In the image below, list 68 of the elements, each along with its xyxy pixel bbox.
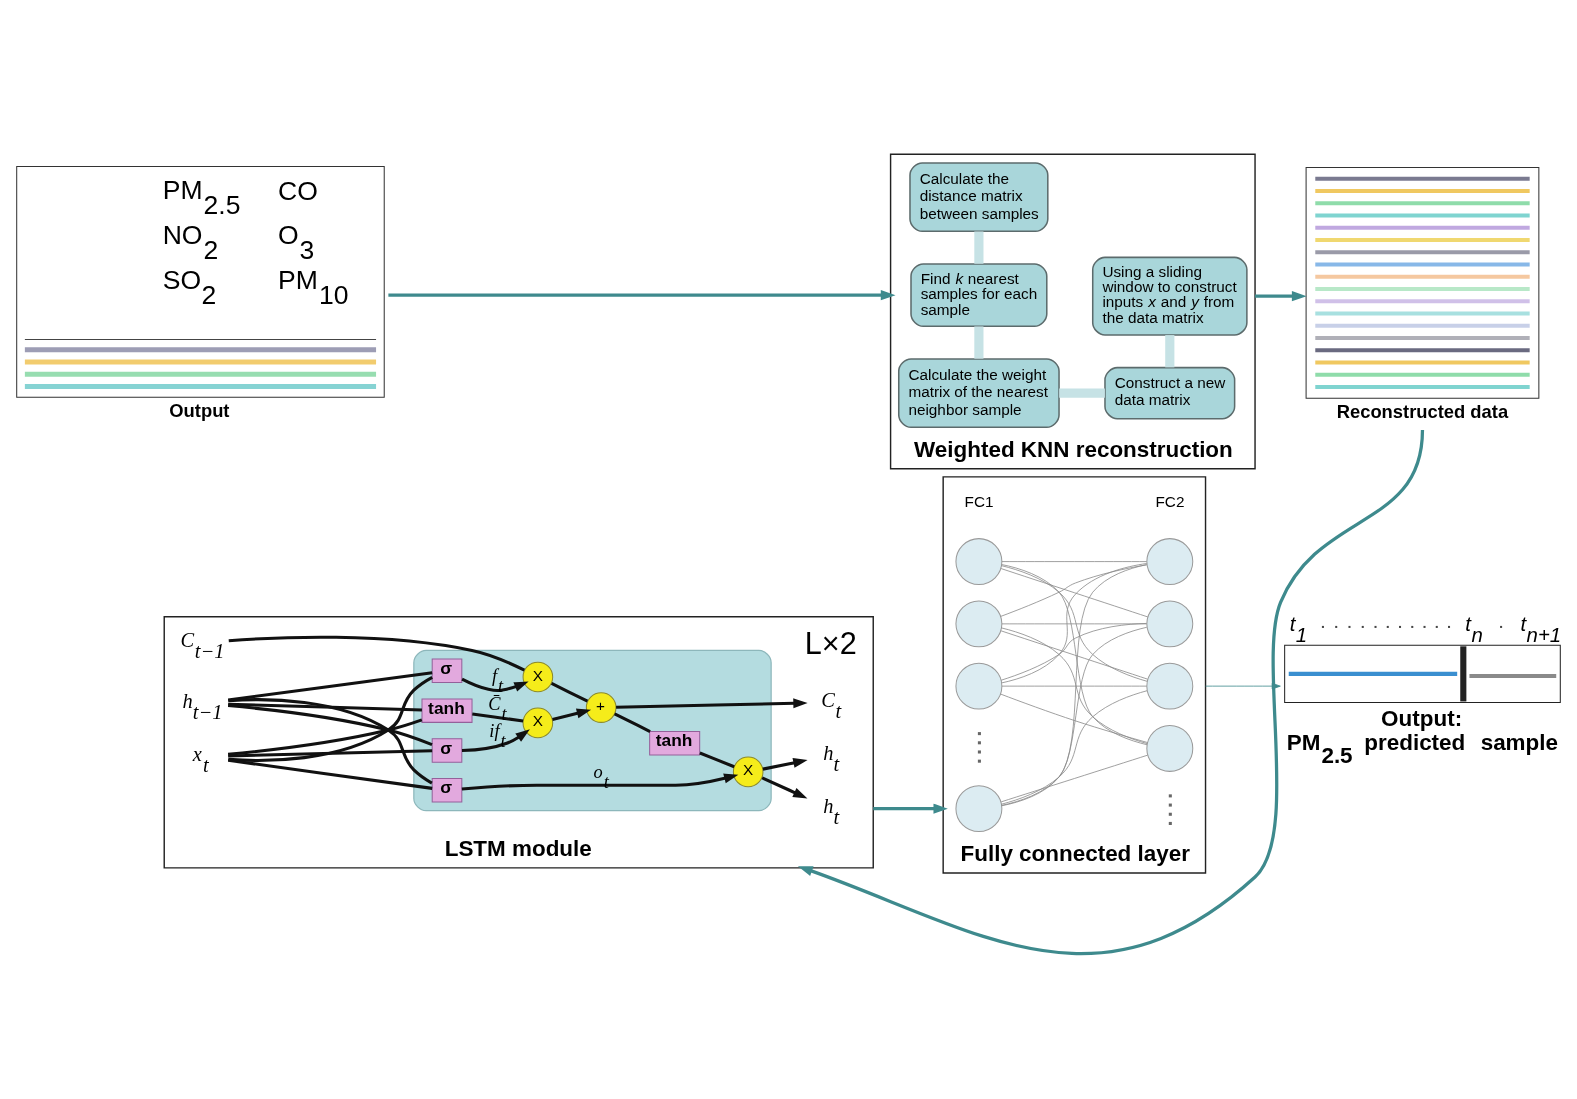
label: L×2 (804, 625, 857, 660)
connector (550, 681, 589, 703)
node-box: σ (431, 737, 463, 763)
node-label: Output (169, 399, 230, 421)
node-box (1305, 166, 1540, 399)
connector (1001, 560, 1147, 562)
node-circle (1146, 662, 1194, 710)
connector (1001, 685, 1147, 687)
connector (974, 230, 984, 264)
connector (472, 711, 524, 722)
connector (228, 748, 433, 757)
connector (228, 702, 422, 711)
connector (1001, 622, 1147, 624)
node-circle (955, 662, 1003, 710)
node-circle (1146, 537, 1194, 585)
node-circle (955, 599, 1003, 647)
arrow (388, 289, 896, 300)
connector (1001, 563, 1148, 806)
arrow (1205, 682, 1281, 689)
label: FC2 (1155, 492, 1185, 510)
connector (228, 675, 433, 762)
node-circle (955, 784, 1003, 832)
cluster (413, 649, 772, 811)
connector (1000, 754, 1148, 802)
node-circle: + (585, 691, 617, 723)
arrow (762, 757, 808, 771)
arrow (461, 728, 530, 752)
arrow (761, 775, 808, 798)
node-box: Find k nearest samples for each sample (910, 262, 1048, 327)
connector (974, 325, 984, 359)
connector (228, 697, 433, 784)
arrow (461, 772, 739, 790)
connector (227, 758, 433, 790)
connector (1001, 626, 1148, 806)
node-box: Calculate the distance matrix between samples (909, 161, 1049, 232)
connector (1001, 689, 1148, 805)
connector (1165, 334, 1175, 367)
arrow (873, 803, 948, 814)
arrow (616, 697, 808, 709)
node-box: Construct a new data matrix (1104, 366, 1236, 419)
connector (228, 635, 526, 672)
arrow (1255, 290, 1307, 301)
node-circle: X (522, 707, 554, 738)
node-box: tanh (649, 730, 701, 756)
node-circle: X (522, 661, 554, 692)
connector (1001, 563, 1148, 745)
connector (227, 670, 433, 701)
connector (1001, 627, 1148, 744)
node-box: σ (431, 658, 463, 683)
connector (1059, 388, 1105, 398)
connector (699, 751, 735, 768)
arrow (552, 707, 592, 721)
arrow (797, 429, 1425, 955)
connector (227, 717, 423, 756)
node-box: Calculate the weight matrix of the nearest neighbor sample (898, 357, 1060, 428)
node-label: Reconstructed data (1336, 400, 1509, 422)
node-circle (955, 537, 1003, 585)
arrow (461, 677, 529, 692)
connector (613, 711, 651, 733)
connector (1000, 693, 1148, 743)
node-circle (1146, 599, 1194, 647)
node-box: tanh (421, 697, 473, 723)
node-circle: X (732, 756, 764, 787)
node-circle (1146, 724, 1194, 772)
label: FC1 (964, 492, 994, 510)
connector (227, 703, 433, 746)
node-box: Using a sliding window to construct inputs x and y from the data matrix (1091, 256, 1248, 336)
node-box: σ (431, 777, 463, 802)
